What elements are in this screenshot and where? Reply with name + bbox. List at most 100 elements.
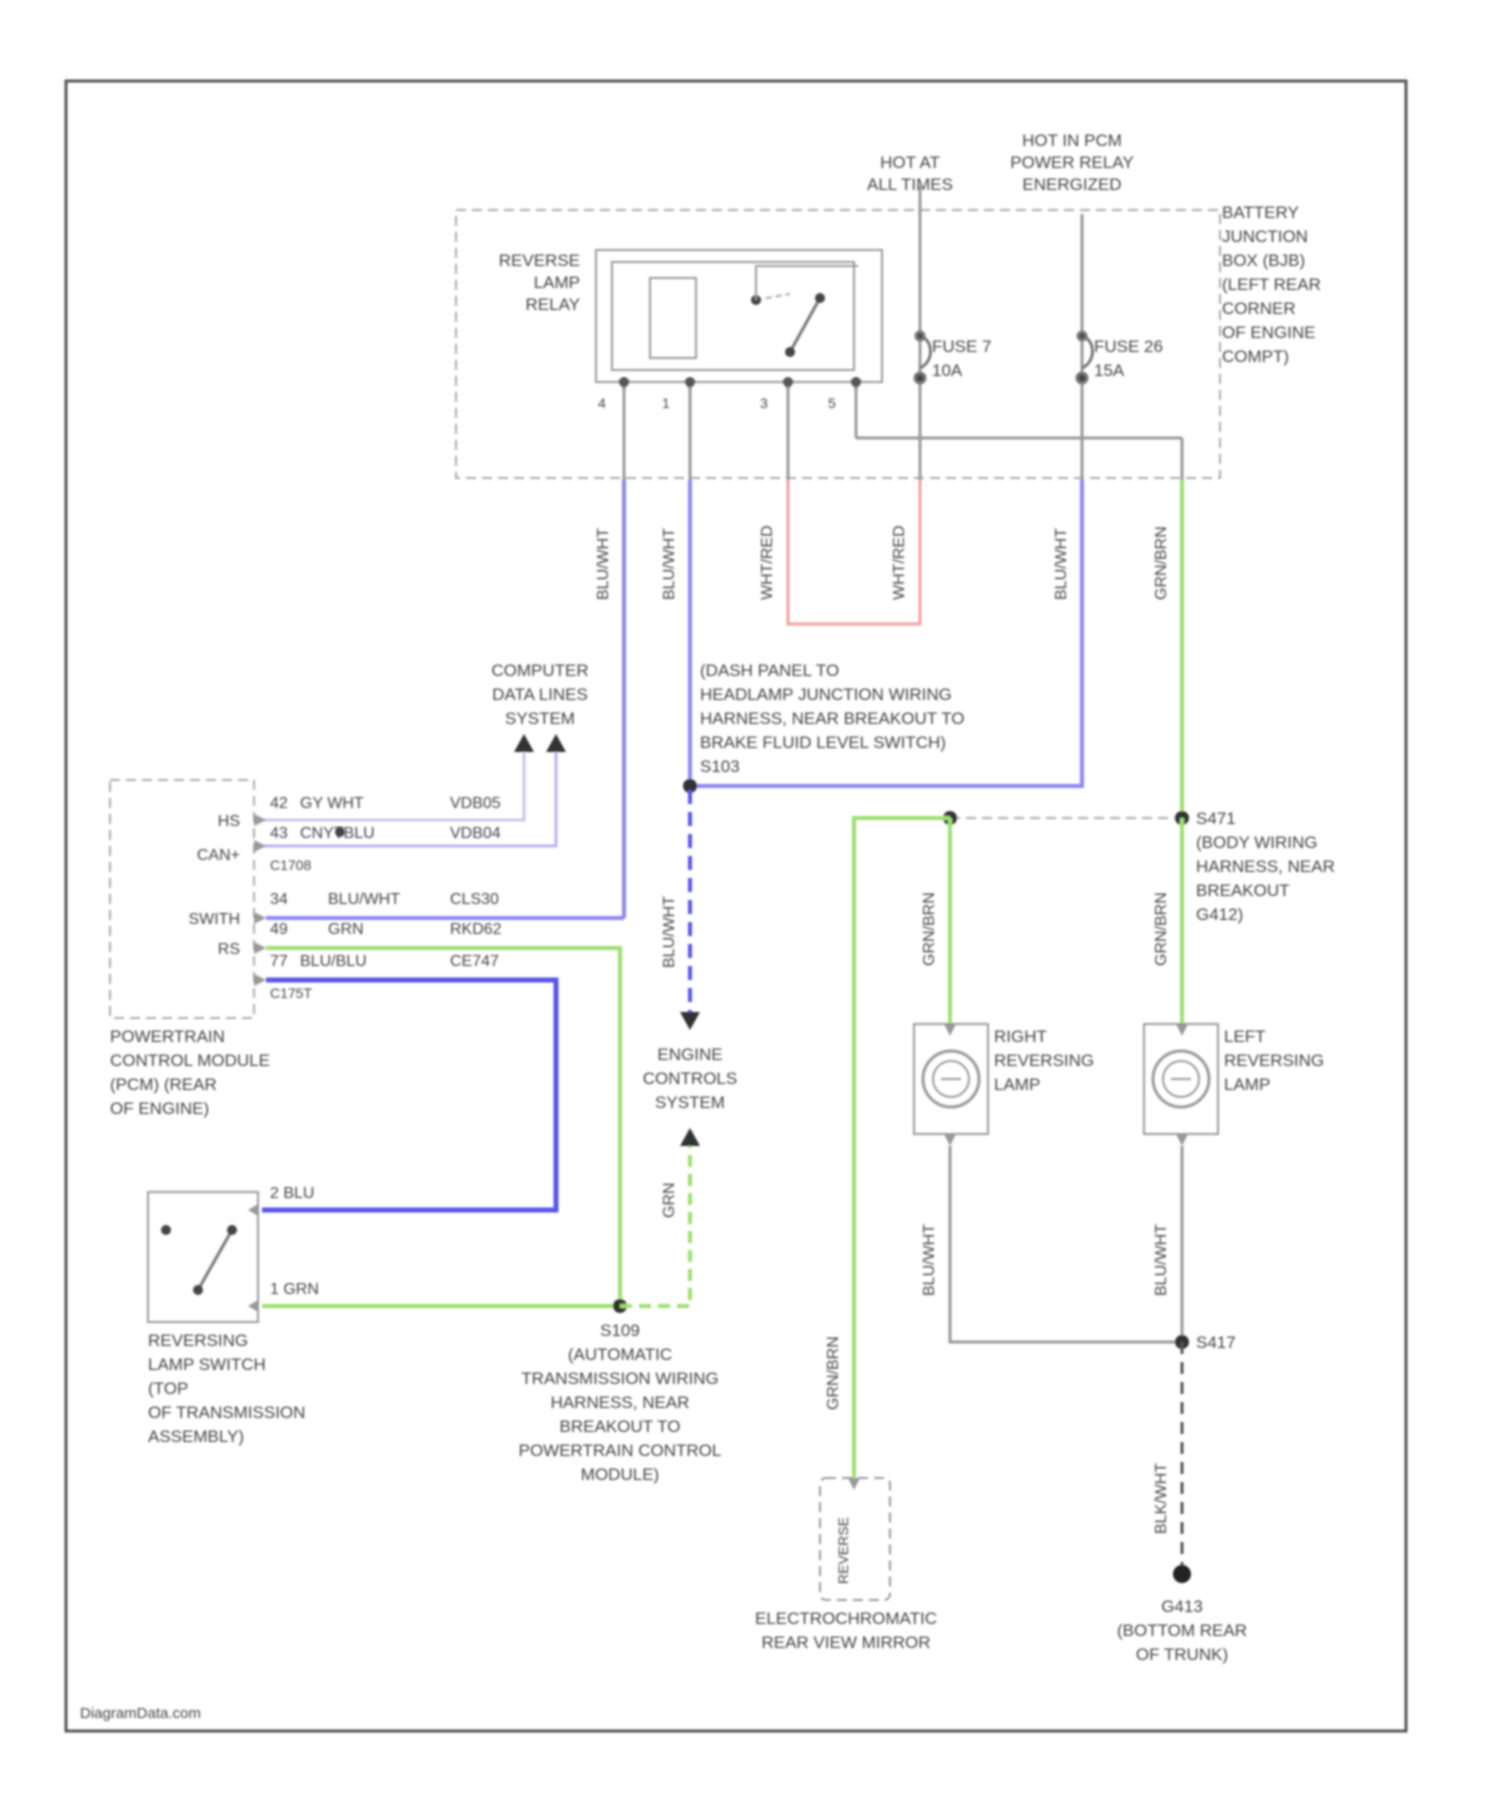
pcm-pin-hs: HS — [218, 813, 240, 830]
relay-pin-3: 3 — [760, 395, 768, 411]
pcm-pin-swith: SWITH — [188, 911, 240, 928]
left-lamp-label-line: REVERSING — [1224, 1051, 1324, 1070]
pcm-row-1-wire: GY WHT — [300, 795, 364, 812]
splice-s103-label-line: HEADLAMP JUNCTION WIRING — [700, 685, 952, 704]
reverse-lamp-relay — [596, 250, 882, 382]
splice-s109-label-line: TRANSMISSION WIRING — [521, 1369, 718, 1388]
watermark: DiagramData.com — [80, 1705, 201, 1722]
fuse-7-label-line: FUSE 7 — [932, 337, 992, 356]
pcm-row-2-wire: CNYTBLU — [300, 825, 375, 842]
pcm-row-3-wire: BLU/WHT — [328, 891, 400, 908]
splice-s109-label-line: POWERTRAIN CONTROL — [519, 1441, 722, 1460]
wire-color-top-3: WHT/RED — [759, 525, 776, 600]
right-lamp-label-line: REVERSING — [994, 1051, 1094, 1070]
splice-s471-label-line: S471 — [1196, 809, 1236, 828]
wire-grn-mid: GRN — [661, 1182, 678, 1218]
mirror-label-line: REAR VIEW MIRROR — [761, 1633, 930, 1652]
ground-label-line: G413 — [1161, 1597, 1203, 1616]
splice-s471-label-line: G412) — [1196, 905, 1243, 924]
pcm-pin-can: CAN+ — [197, 847, 240, 864]
pcm-row-3-circuit: CLS30 — [450, 891, 499, 908]
switch-label-line: OF TRANSMISSION — [148, 1403, 305, 1422]
pcm-row-5-wire: BLU/BLU — [300, 953, 367, 970]
relay-pin-4: 4 — [598, 395, 606, 411]
pcm-label-line: POWERTRAIN — [110, 1027, 225, 1046]
pcm-connector-1: C1708 — [270, 857, 311, 873]
splice-s471-label: S471(BODY WIRINGHARNESS, NEARBREAKOUTG41… — [1196, 809, 1335, 924]
pcm-connector-2: C175T — [270, 985, 312, 1001]
electrochromatic-mirror — [820, 1478, 890, 1600]
relay-label-line: REVERSE — [499, 251, 580, 270]
splice-s103-label-line: HARNESS, NEAR BREAKOUT TO — [700, 709, 965, 728]
relay-label-line: LAMP — [534, 273, 580, 292]
switch-label-line: (TOP — [148, 1379, 188, 1398]
power-hot-all-times-label-line: HOT AT — [880, 153, 940, 172]
left-reversing-lamp — [1144, 1024, 1218, 1134]
left-lamp-wire-bottom: BLU/WHT — [1153, 1224, 1170, 1296]
pcm-row-5-circuit: CE747 — [450, 953, 499, 970]
pcm-row-4-wire: GRN — [328, 921, 364, 938]
mirror-label-line: ELECTROCHROMATIC — [755, 1609, 937, 1628]
pcm-row-5-pin: 77 — [270, 953, 288, 970]
arrow-data-hs — [514, 734, 534, 752]
arrow-data-can — [546, 734, 566, 752]
computer-data-lines-label-line: COMPUTER — [491, 661, 588, 680]
wire-color-top-6: GRN/BRN — [1153, 526, 1170, 600]
mirror-label: ELECTROCHROMATIC REAR VIEW MIRROR — [755, 1609, 937, 1652]
right-reversing-lamp — [914, 1024, 988, 1134]
splice-s103-label-line: (DASH PANEL TO — [700, 661, 839, 680]
reversing-lamp-switch — [148, 1192, 258, 1322]
pcm-row-1-pin: 42 — [270, 795, 288, 812]
mirror-inner-label: REVERSE — [835, 1517, 851, 1584]
splice-s109-label-line: HARNESS, NEAR — [551, 1393, 690, 1412]
pcm-row-4-circuit: RKD62 — [450, 921, 502, 938]
splice-s103-label-line: S103 — [700, 757, 740, 776]
ground-wire-label: BLK/WHT — [1153, 1463, 1170, 1534]
splice-s417-label: S417 — [1196, 1333, 1236, 1352]
left-lamp-label-line: LAMP — [1224, 1075, 1270, 1094]
arrow-engine-controls-up — [680, 1128, 700, 1146]
arrow-engine-controls-down — [680, 1012, 700, 1030]
pcm-row-1-circuit: VDB05 — [450, 795, 501, 812]
engine-controls-label-line: ENGINE — [657, 1045, 722, 1064]
pcm-row-2-circuit: VDB04 — [450, 825, 501, 842]
splice-s109-label-line: (AUTOMATIC — [568, 1345, 672, 1364]
wire-color-top-2: BLU/WHT — [661, 528, 678, 600]
switch-pin-2: 2 BLU — [270, 1185, 314, 1202]
pcm-pin-rs: RS — [218, 941, 240, 958]
bjb-label-line: CORNER — [1222, 299, 1296, 318]
splice-s471-label-line: HARNESS, NEAR — [1196, 857, 1335, 876]
switch-label-line: ASSEMBLY) — [148, 1427, 244, 1446]
bjb-label-line: JUNCTION — [1222, 227, 1308, 246]
computer-data-lines-label-line: DATA LINES — [492, 685, 588, 704]
fuse-7-label-line: 10A — [932, 361, 963, 380]
bjb-label-line: (LEFT REAR — [1222, 275, 1321, 294]
relay-label-line: RELAY — [526, 295, 581, 314]
switch-pin-1: 1 GRN — [270, 1281, 319, 1298]
power-hot-all-times-label-line: ALL TIMES — [867, 175, 953, 194]
relay-pin-1: 1 — [662, 395, 670, 411]
fuse-26 — [1077, 332, 1093, 383]
wire-color-top-1: BLU/WHT — [595, 528, 612, 600]
splice-s109-label-line: S109 — [600, 1321, 640, 1340]
splice-s471-label-line: (BODY WIRING — [1196, 833, 1318, 852]
switch-label-line: REVERSING — [148, 1331, 248, 1350]
pcm-label-line: (PCM) (REAR — [110, 1075, 217, 1094]
engine-controls-label-line: SYSTEM — [655, 1093, 725, 1112]
right-lamp-wire-top: GRN/BRN — [921, 892, 938, 966]
power-hot-pcm-relay-label-line: ENERGIZED — [1022, 175, 1121, 194]
relay-pin-5: 5 — [828, 395, 836, 411]
wire-color-top-4: WHT/RED — [891, 525, 908, 600]
bjb-label-line: OF ENGINE — [1222, 323, 1316, 342]
mirror-wire-label: GRN/BRN — [825, 1336, 842, 1410]
fuse-26-label-line: 15A — [1094, 361, 1125, 380]
pcm-row-3-pin: 34 — [270, 891, 288, 908]
right-lamp-label: RIGHTREVERSINGLAMP — [994, 1027, 1094, 1094]
bjb-label-line: COMPT) — [1222, 347, 1289, 366]
